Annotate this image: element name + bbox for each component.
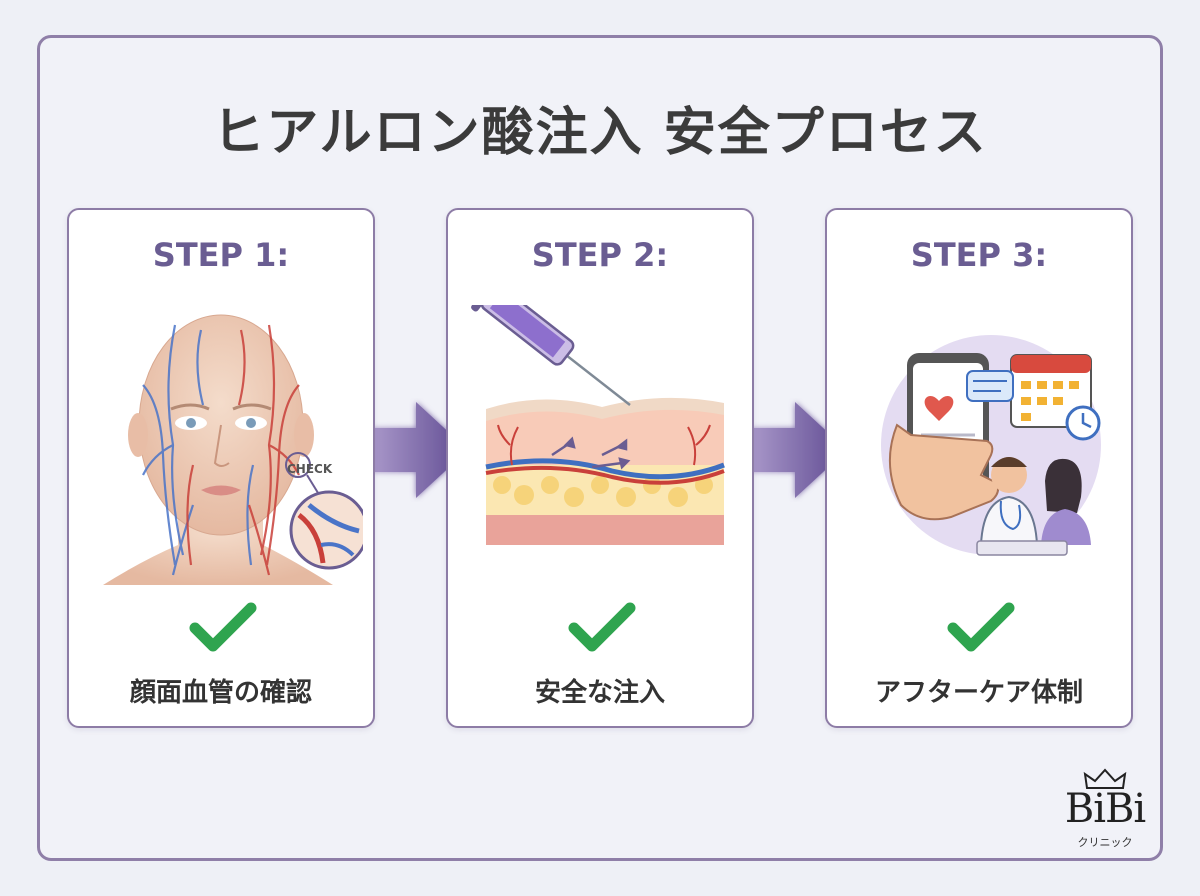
check-callout-label: CHECK xyxy=(287,462,333,476)
step-label: STEP 1: xyxy=(152,236,290,274)
step-label: STEP 3: xyxy=(910,236,1048,274)
check-icon xyxy=(568,602,636,652)
logo-text: BiBi xyxy=(1064,786,1146,832)
page-title: ヒアルロン酸注入 安全プロセス xyxy=(212,103,988,163)
face-vessels-illustration xyxy=(103,314,363,585)
step-caption: 顔面血管の確認 xyxy=(129,678,312,708)
right-arrow-icon xyxy=(354,402,468,498)
step-card-3: STEP 3: xyxy=(825,208,1133,728)
clinic-logo: BiBi クリニック xyxy=(1055,768,1155,852)
check-icon xyxy=(947,602,1015,652)
step-card-1: STEP 1: xyxy=(67,208,375,728)
aftercare-illustration xyxy=(881,335,1101,556)
syringe-skin-illustration xyxy=(471,305,725,545)
check-icon xyxy=(189,602,257,652)
right-arrow-icon xyxy=(733,402,847,498)
step-card-2: STEP 2: xyxy=(446,208,754,728)
step-caption: 安全な注入 xyxy=(534,678,665,708)
crown-icon xyxy=(1083,768,1127,789)
step-label: STEP 2: xyxy=(531,236,669,274)
step-caption: アフターケア体制 xyxy=(874,678,1083,708)
logo-subtitle: クリニック xyxy=(1077,836,1133,849)
